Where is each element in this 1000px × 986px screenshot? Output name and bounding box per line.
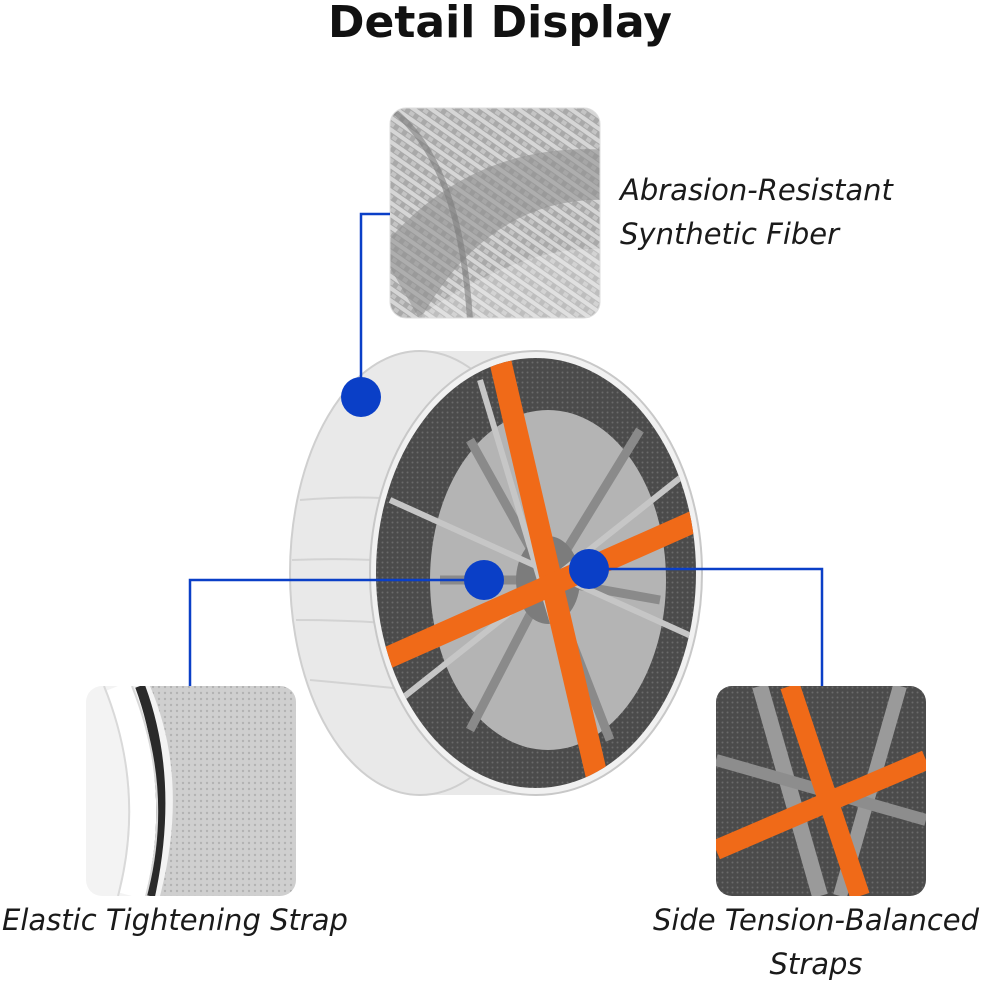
elastic-marker <box>464 560 504 600</box>
fiber-caption: Abrasion-Resistant Synthetic Fiber <box>620 168 893 256</box>
straps-caption-line2: Straps <box>769 947 863 981</box>
page-title: Detail Display <box>328 0 672 48</box>
fiber-caption-line1: Abrasion-Resistant <box>620 173 893 207</box>
straps-detail-image <box>716 686 926 896</box>
callout-connectors <box>188 212 824 686</box>
straps-marker <box>569 549 609 589</box>
elastic-caption-label: Elastic Tightening Strap <box>2 903 348 937</box>
fiber-marker <box>341 377 381 417</box>
straps-caption: Side Tension-Balanced Straps <box>632 898 1000 986</box>
fiber-detail-image <box>389 107 601 319</box>
straps-caption-line1: Side Tension-Balanced <box>652 903 980 937</box>
elastic-detail-image <box>86 686 296 896</box>
tire-cover <box>289 350 703 796</box>
elastic-caption: Elastic Tightening Strap <box>2 898 348 942</box>
fiber-caption-line2: Synthetic Fiber <box>620 217 840 251</box>
